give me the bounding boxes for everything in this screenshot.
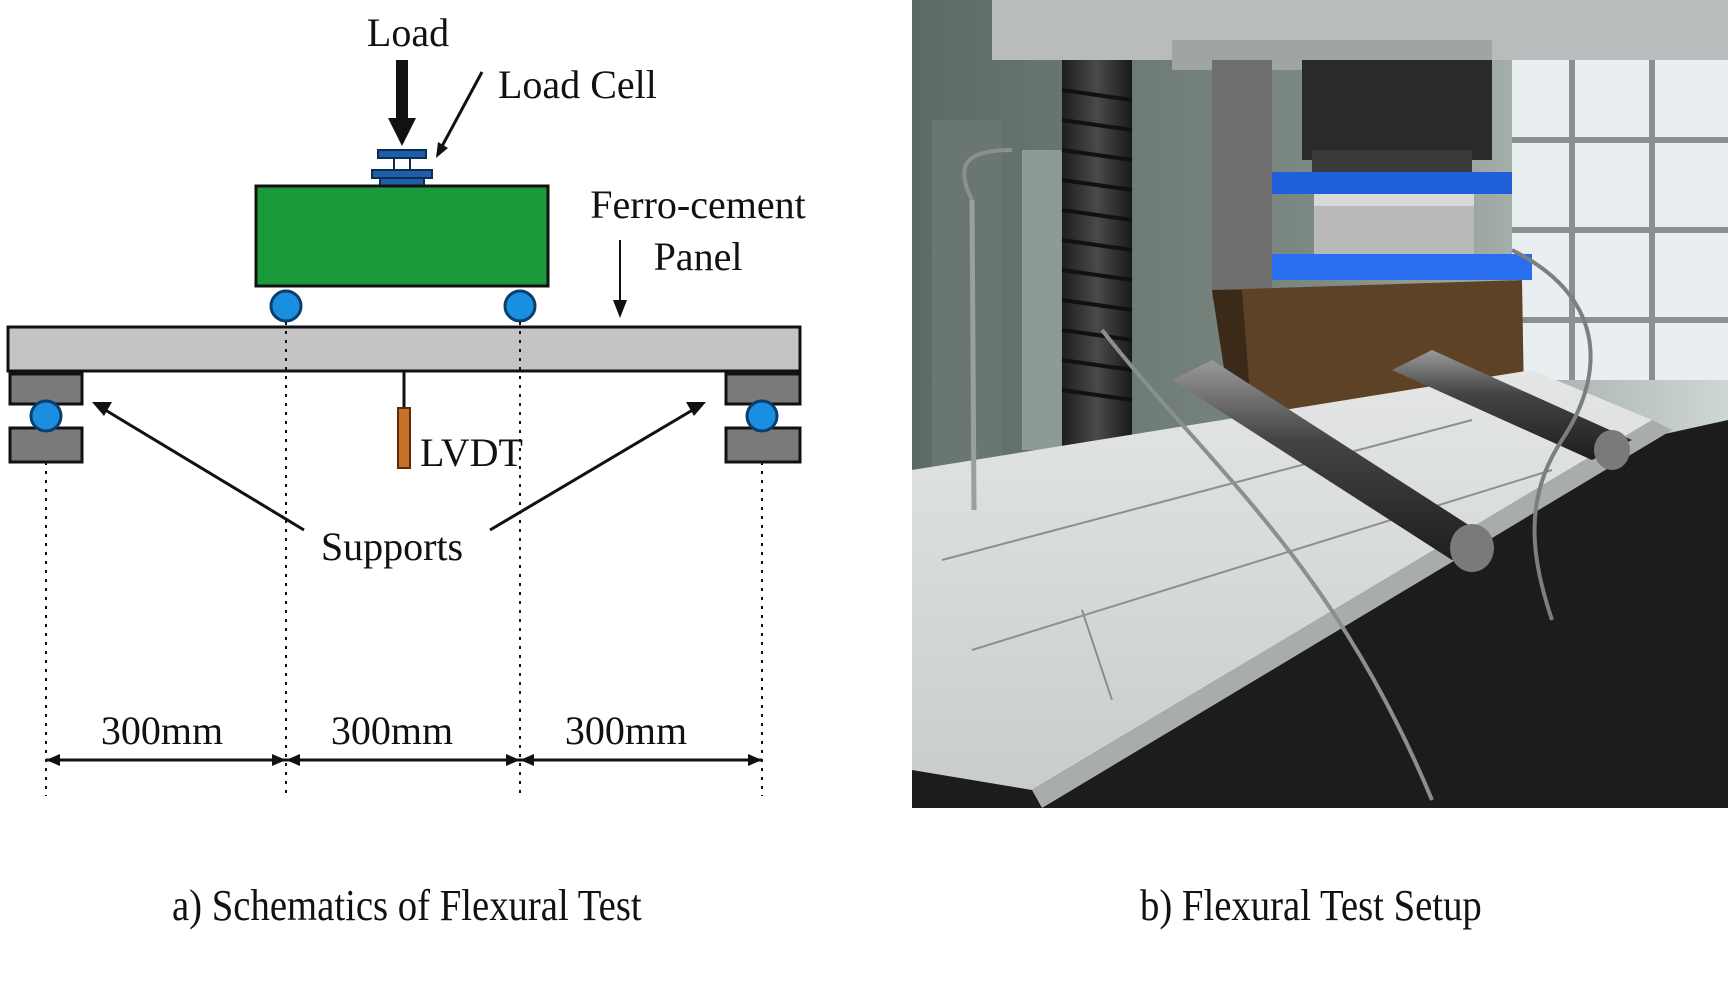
- span-label-1: 300mm: [101, 708, 223, 753]
- load-arrow: [388, 60, 416, 146]
- supports-leader-right: [489, 406, 697, 532]
- test-setup-photo: [912, 0, 1728, 808]
- panel-label-line2: Panel: [654, 234, 743, 279]
- supports-leader-left: [101, 406, 305, 532]
- ferro-cement-panel: [6, 325, 802, 373]
- load-cell-leader: [438, 71, 484, 151]
- dimension-line: [46, 754, 762, 766]
- test-setup-photo-illustration: [912, 0, 1728, 808]
- panel-label-line1: Ferro-cement: [590, 182, 805, 227]
- load-label: Load: [367, 10, 449, 55]
- supports-label: Supports: [321, 524, 463, 569]
- load-cell: [371, 149, 433, 187]
- lvdt-label: LVDT: [420, 430, 523, 475]
- span-label-3: 300mm: [565, 708, 687, 753]
- lvdt-sensor: [397, 372, 411, 469]
- support-right: [724, 372, 802, 464]
- loading-roller-right: [503, 289, 537, 323]
- load-cell-label: Load Cell: [498, 62, 657, 107]
- flexural-test-schematic: Load Load Cell Ferro-cement Panel LVD: [6, 10, 806, 796]
- reference-lines: [45, 322, 763, 796]
- span-label-2: 300mm: [331, 708, 453, 753]
- support-left: [8, 372, 84, 464]
- loading-beam: [254, 184, 550, 288]
- caption-setup: b) Flexural Test Setup: [1140, 881, 1482, 930]
- caption-schematic: a) Schematics of Flexural Test: [172, 881, 642, 930]
- loading-roller-left: [269, 289, 303, 323]
